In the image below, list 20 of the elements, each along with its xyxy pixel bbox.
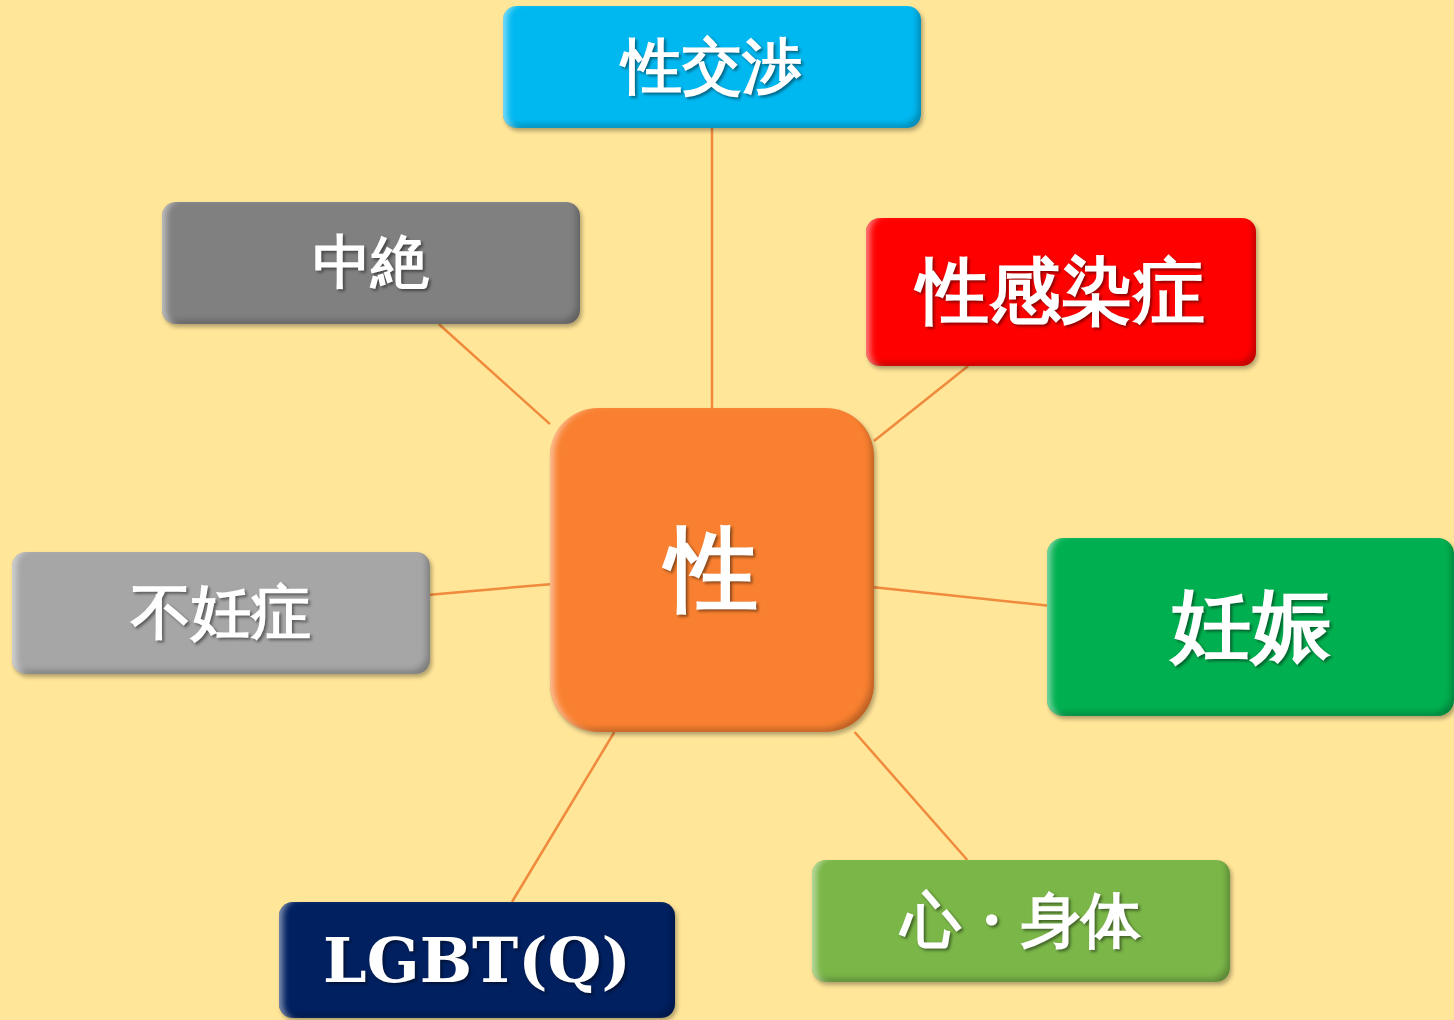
topic-box	[866, 218, 1256, 366]
connector-line	[873, 365, 969, 442]
topic-box	[812, 860, 1230, 982]
topic-box	[162, 202, 580, 324]
topic-box	[12, 552, 430, 674]
topic-label: 心・身体	[901, 883, 1141, 957]
connector-line	[853, 731, 969, 861]
connector-line	[429, 582, 551, 596]
connector-line	[510, 731, 616, 903]
topic-box	[279, 902, 675, 1018]
topic-label: 中絶	[313, 227, 429, 298]
topic-label: 妊娠	[1170, 577, 1331, 674]
topic-label: LGBT(Q)	[323, 923, 631, 997]
topic-box	[503, 6, 921, 128]
connector-line	[873, 585, 1048, 607]
connector-line	[437, 323, 551, 426]
topic-label: 不妊症	[131, 575, 311, 649]
connector-line	[710, 128, 714, 408]
topic-box	[550, 408, 874, 732]
topic-box	[1047, 538, 1454, 716]
